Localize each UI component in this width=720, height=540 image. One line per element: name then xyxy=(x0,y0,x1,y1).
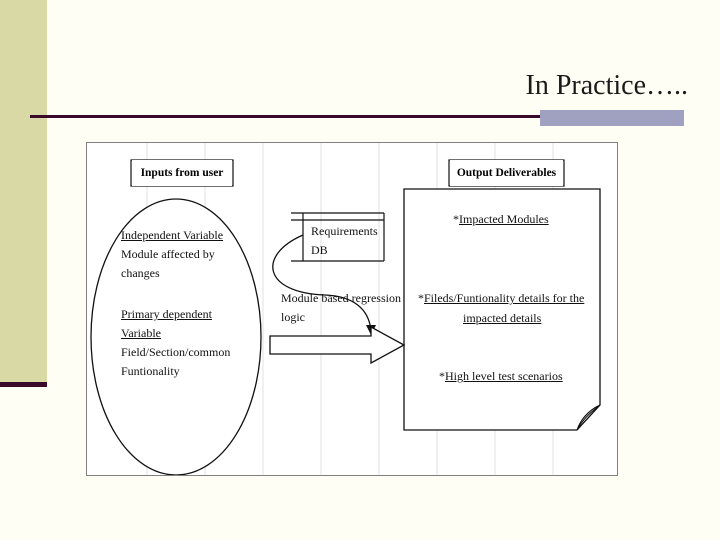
primary-dependent-desc: Funtionality xyxy=(121,364,180,378)
requirements-db-shape xyxy=(291,212,385,262)
title-accent-block xyxy=(540,110,684,126)
output-item: *Impacted Modules xyxy=(453,212,549,226)
output-item: *High level test scenarios xyxy=(439,369,563,383)
output-item-continued: impacted details xyxy=(463,311,542,325)
diagram-frame: Inputs from user Output Deliverables Ind… xyxy=(86,142,618,476)
requirements-db-label: DB xyxy=(311,243,328,257)
output-item: *Fileds/Funtionality details for the xyxy=(418,291,585,305)
db-curve-arrow xyxy=(272,234,372,332)
independent-variable-label: Independent Variable xyxy=(121,228,224,242)
output-document-shape xyxy=(403,188,601,431)
primary-dependent-desc: Field/Section/common xyxy=(121,345,231,359)
process-label: logic xyxy=(281,310,305,324)
independent-variable-desc: Module affected by xyxy=(121,247,215,261)
primary-dependent-label: Variable xyxy=(121,326,161,340)
title-underline xyxy=(30,115,684,118)
side-accent-bar xyxy=(0,0,47,382)
inputs-header: Inputs from user xyxy=(132,160,232,186)
slide-title: In Practice….. xyxy=(525,70,689,101)
diagram-canvas xyxy=(90,143,601,475)
requirements-db-label: Requirements xyxy=(311,224,378,238)
outputs-header: Output Deliverables xyxy=(450,160,563,186)
block-arrow xyxy=(269,325,406,365)
independent-variable-desc: changes xyxy=(121,266,160,280)
document-fold-corner xyxy=(576,404,601,431)
inputs-ellipse xyxy=(90,198,262,475)
process-label: Module based regression xyxy=(281,291,401,305)
primary-dependent-label: Primary dependent xyxy=(121,307,212,321)
side-accent-bar-base xyxy=(0,382,47,387)
